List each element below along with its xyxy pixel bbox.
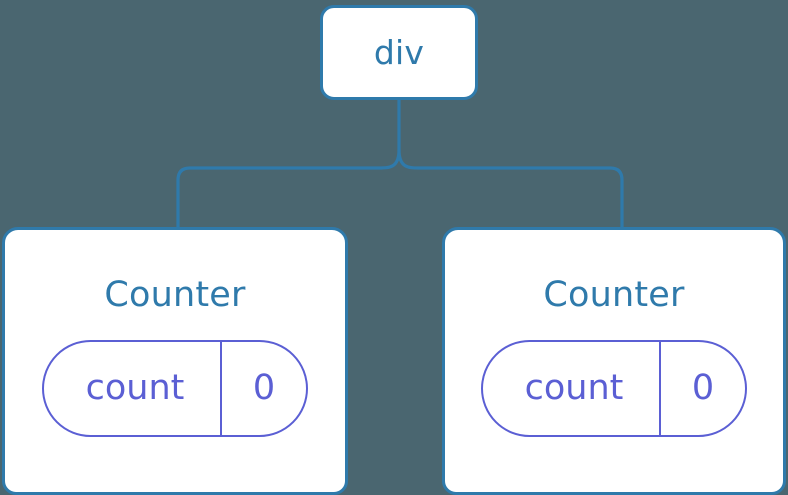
node-root-div[interactable]: div <box>320 5 478 100</box>
state-pill-divider <box>659 342 661 435</box>
state-value: 0 <box>691 368 715 408</box>
state-pill-divider <box>220 342 222 435</box>
state-key: count <box>524 368 624 408</box>
state-value: 0 <box>252 368 276 408</box>
state-pill[interactable]: count 0 <box>481 340 747 437</box>
state-key: count <box>85 368 185 408</box>
counter-title: Counter <box>104 275 246 315</box>
root-node-label: div <box>373 33 425 72</box>
state-pill[interactable]: count 0 <box>42 340 308 437</box>
counter-title: Counter <box>543 275 685 315</box>
node-counter-1[interactable]: Counter count 0 <box>442 227 786 495</box>
connector-branch-right <box>397 149 624 227</box>
connector-branch-left <box>176 149 401 227</box>
node-counter-0[interactable]: Counter count 0 <box>2 227 348 495</box>
